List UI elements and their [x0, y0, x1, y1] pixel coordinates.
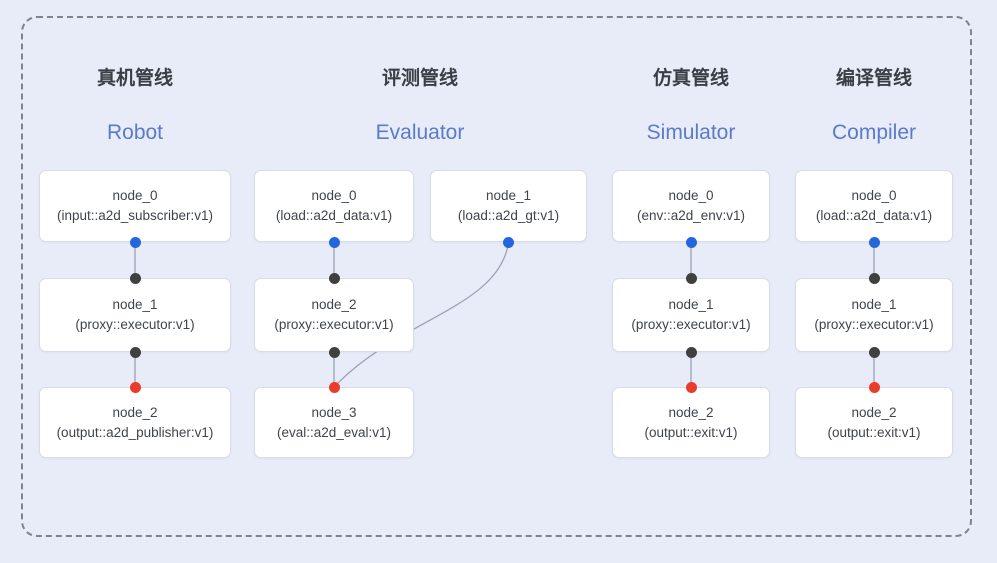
evaluator-title-zh: 评测管线: [381, 68, 458, 89]
dark-port-dot-icon: [685, 346, 697, 358]
node-type: (load::a2d_gt:v1): [457, 208, 560, 223]
compiler-node-1: node_1 (proxy::executor:v1): [795, 278, 953, 352]
node-type: (proxy::executor:v1): [75, 317, 195, 332]
dashed-frame: [21, 16, 972, 537]
node-type: (eval::a2d_eval:v1): [276, 424, 392, 440]
node-type: (env::a2d_env:v1): [636, 208, 746, 223]
dark-port-dot-icon: [328, 346, 340, 358]
compiler-node-2: node_2 (output::exit:v1): [795, 387, 953, 458]
simulator-node-0: node_0 (env::a2d_env:v1): [612, 170, 770, 242]
red-port-dot-icon: [685, 381, 697, 393]
robot-title-en: Robot: [106, 121, 164, 144]
dark-port-dot-icon: [685, 272, 697, 284]
dark-port-dot-icon: [868, 272, 880, 284]
edge-eval-n1-n3-curve: [333, 242, 510, 388]
blue-port-dot-icon: [685, 236, 697, 248]
simulator-title-zh: 仿真管线: [652, 68, 729, 89]
node-type: (output::a2d_publisher:v1): [56, 424, 214, 440]
node-type: (input::a2d_subscriber:v1): [56, 208, 214, 223]
simulator-node-2: node_2 (output::exit:v1): [612, 387, 770, 458]
node-type: (proxy::executor:v1): [274, 317, 394, 332]
evaluator-node-0: node_0 (load::a2d_data:v1): [254, 170, 414, 242]
dark-port-dot-icon: [868, 346, 880, 358]
red-port-dot-icon: [328, 381, 340, 393]
node-type: (load::a2d_data:v1): [815, 208, 933, 223]
node-name: node_3: [311, 404, 357, 420]
dark-port-dot-icon: [129, 346, 141, 358]
node-name: node_0: [112, 188, 158, 203]
node-name: node_2: [311, 297, 357, 312]
robot-node-2: node_2 (output::a2d_publisher:v1): [39, 387, 231, 458]
robot-node-0: node_0 (input::a2d_subscriber:v1): [39, 170, 231, 242]
node-type: (proxy::executor:v1): [631, 317, 751, 332]
node-name: node_1: [112, 297, 158, 312]
red-port-dot-icon: [868, 381, 880, 393]
dark-port-dot-icon: [129, 272, 141, 284]
compiler-title-zh: 编译管线: [835, 68, 912, 89]
compiler-title-en: Compiler: [831, 121, 917, 144]
blue-port-dot-icon: [868, 236, 880, 248]
node-name: node_0: [851, 188, 897, 203]
node-type: (proxy::executor:v1): [814, 317, 934, 332]
robot-node-1: node_1 (proxy::executor:v1): [39, 278, 231, 352]
blue-port-dot-icon: [503, 236, 514, 248]
red-port-dot-icon: [129, 381, 141, 393]
evaluator-node-3: node_3 (eval::a2d_eval:v1): [254, 387, 414, 458]
node-name: node_0: [311, 188, 357, 203]
node-name: node_1: [485, 188, 532, 203]
node-name: node_0: [668, 188, 714, 203]
node-name: node_1: [668, 297, 714, 312]
evaluator-node-1: node_1 (load::a2d_gt:v1): [430, 170, 587, 242]
node-name: node_2: [851, 404, 897, 420]
node-name: node_2: [112, 404, 158, 420]
compiler-node-0: node_0 (load::a2d_data:v1): [795, 170, 953, 242]
blue-port-dot-icon: [129, 236, 141, 248]
node-type: (output::exit:v1): [644, 424, 738, 440]
evaluator-title-en: Evaluator: [375, 121, 465, 144]
node-name: node_2: [668, 404, 714, 420]
node-name: node_1: [851, 297, 897, 312]
blue-port-dot-icon: [328, 236, 340, 248]
robot-title-zh: 真机管线: [96, 68, 173, 89]
node-type: (load::a2d_data:v1): [275, 208, 393, 223]
evaluator-node-2: node_2 (proxy::executor:v1): [254, 278, 414, 352]
simulator-title-en: Simulator: [646, 121, 736, 144]
node-type: (output::exit:v1): [827, 424, 921, 440]
simulator-node-1: node_1 (proxy::executor:v1): [612, 278, 770, 352]
dark-port-dot-icon: [328, 272, 340, 284]
